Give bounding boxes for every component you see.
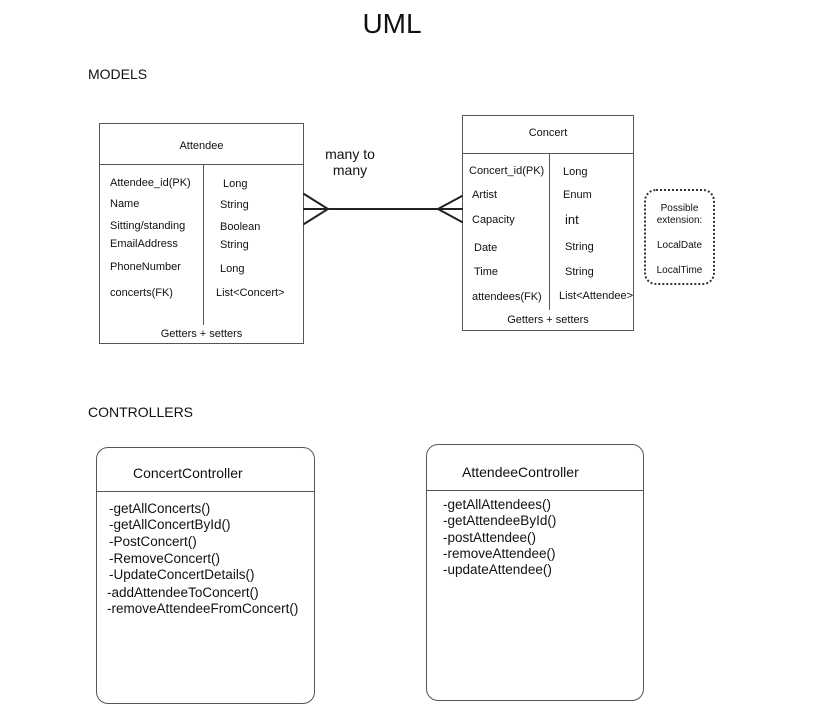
crows-foot-concert [435,195,463,223]
concert-controller-method: -UpdateConcertDetails() [109,567,255,582]
attendee-column-divider [203,165,204,325]
concert-type-date: String [565,241,594,253]
concert-controller-box: ConcertController -getAllConcerts() -get… [96,447,315,704]
concert-controller-method: -addAttendeeToConcert() [107,585,259,600]
extension-heading-line1: Possible [660,203,699,214]
attendee-type-sitting: Boolean [220,221,261,233]
attendee-controller-method: -getAllAttendees() [443,497,552,512]
attendee-controller-method: -updateAttendee() [443,562,552,577]
concert-field-date: Date [474,242,498,254]
extension-item-localtime: LocalTime [656,265,703,276]
extension-heading-line2: extension: [656,215,703,226]
concert-type-attendees: List<Attendee> [559,290,634,302]
concert-controller-method: -getAllConcerts() [109,501,211,516]
concert-controller-method: -removeAttendeeFromConcert() [107,601,299,616]
concert-controller-method: -RemoveConcert() [109,551,221,566]
concert-type-capacity: int [565,212,579,227]
concert-header-divider [463,153,633,154]
concert-type-id: Long [563,166,588,178]
attendee-header-divider [100,164,303,165]
concert-controller-method: -getAllConcertById() [109,517,231,532]
attendee-controller-method: -postAttendee() [443,530,537,545]
relationship-label-line2: many [332,162,368,178]
attendee-field-id: Attendee_id(PK) [110,177,191,189]
concert-entity-name: Concert [528,127,568,139]
attendee-entity-box: Attendee Attendee_id(PK) Long Name Strin… [99,123,304,344]
attendee-type-id: Long [223,178,248,190]
concert-controller-method: -PostConcert() [109,534,197,549]
attendee-type-name: String [220,199,249,211]
attendee-footer: Getters + setters [160,328,243,340]
attendee-field-phone: PhoneNumber [110,261,181,273]
attendee-field-concerts: concerts(FK) [110,287,173,299]
concert-field-artist: Artist [472,189,498,201]
attendee-controller-divider [427,490,643,491]
models-heading: MODELS [88,66,148,82]
concert-type-artist: Enum [563,189,592,201]
concert-field-id: Concert_id(PK) [469,165,545,177]
attendee-entity-name: Attendee [179,140,224,152]
concert-field-time: Time [474,266,499,278]
concert-field-capacity: Capacity [472,214,515,226]
concert-type-time: String [565,266,594,278]
attendee-controller-box: AttendeeController -getAllAttendees() -g… [426,444,644,701]
attendee-controller-name: AttendeeController [462,464,579,480]
attendee-field-name: Name [110,198,140,210]
attendee-controller-method: -removeAttendee() [443,546,556,561]
concert-field-attendees: attendees(FK) [472,291,542,303]
attendee-field-email: EmailAddress [110,238,178,250]
concert-controller-divider [97,491,314,492]
diagram-title: UML [362,8,422,39]
concert-entity-box: Concert Concert_id(PK) Long Artist Enum … [462,115,634,331]
concert-column-divider [549,154,550,310]
extension-note: Possible extension: LocalDate LocalTime [644,189,715,285]
concert-controller-name: ConcertController [133,465,243,481]
crows-foot-attendee [303,193,330,225]
attendee-field-sitting: Sitting/standing [110,220,186,232]
extension-item-localdate: LocalDate [656,240,703,251]
relationship-label-line1: many to [325,146,375,162]
attendee-type-concerts: List<Concert> [216,287,285,299]
attendee-type-email: String [220,239,249,251]
attendee-controller-method: -getAttendeeById() [443,513,557,528]
concert-footer: Getters + setters [507,314,589,326]
controllers-heading: CONTROLLERS [88,404,194,420]
attendee-type-phone: Long [220,263,245,275]
relationship-label: many to many [318,146,382,178]
